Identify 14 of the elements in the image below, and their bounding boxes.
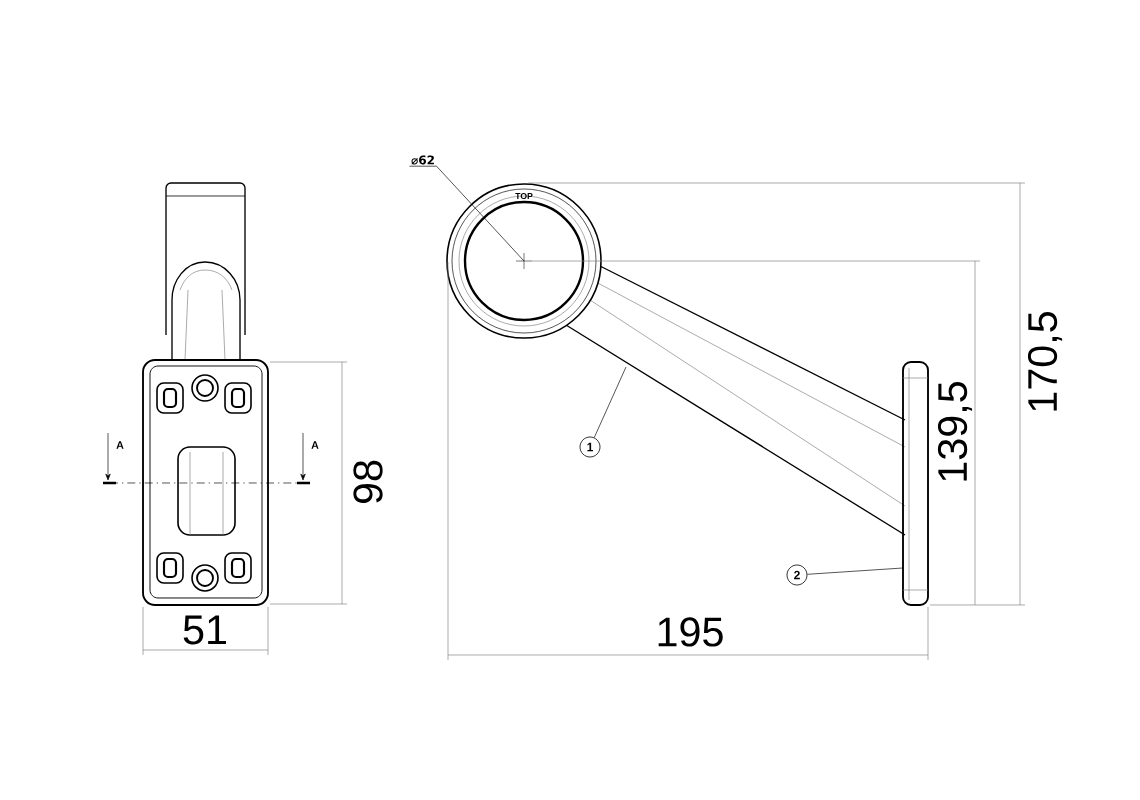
- dimension-label: 139,5: [937, 382, 973, 481]
- section-label: A: [116, 441, 124, 449]
- callout-number: 1: [579, 436, 601, 458]
- dimension-label: 170,5: [1027, 312, 1063, 411]
- dimension-label: 195: [658, 617, 723, 647]
- dimension-label: 98: [353, 460, 383, 504]
- diameter-label: ⌀62: [411, 155, 434, 165]
- callout-number: 2: [786, 564, 808, 586]
- top-mark: TOP: [515, 192, 533, 200]
- leader-line: [409, 165, 525, 262]
- dimension-label: 51: [183, 615, 226, 645]
- leader-line: [593, 366, 627, 438]
- leader-line: [807, 567, 904, 575]
- section-label: A: [311, 441, 319, 449]
